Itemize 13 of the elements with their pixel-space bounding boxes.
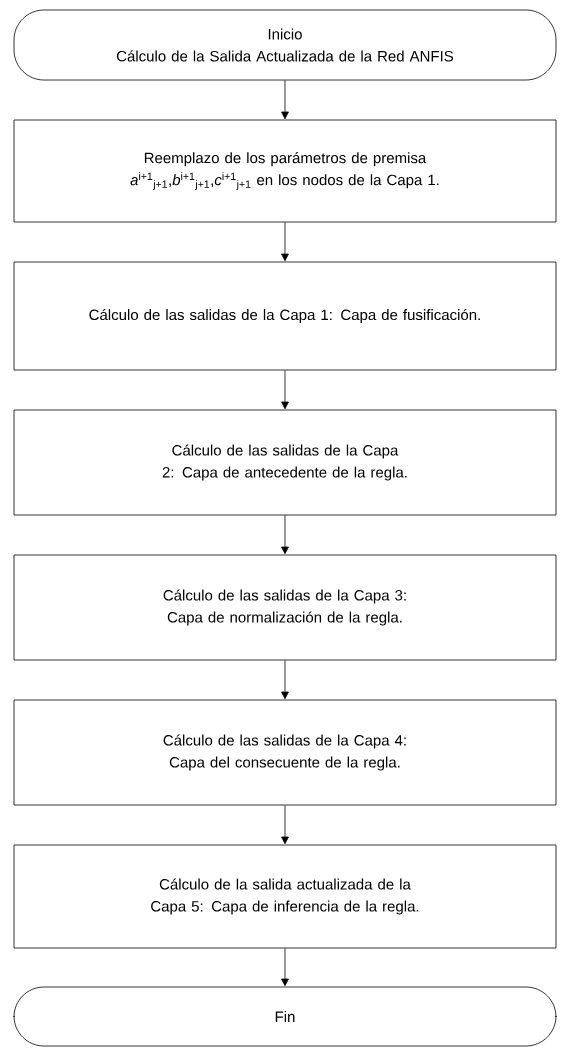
arrow <box>281 222 289 262</box>
process-box: Reemplazo de los parámetros de premisa a$^{i+1}$$_{j+1}$,b$^{i+1}$$_{j+1}$,c$^{i+1}$$_{j+1}$ en los nodos de la Capa 1. <box>13 119 557 223</box>
arrow <box>281 80 289 120</box>
arrow <box>281 660 289 700</box>
arrow <box>281 948 289 987</box>
arrow <box>281 805 289 845</box>
process-box: Cálculo de las salidas de la Capa 3: Capa de normalización de la regla. <box>13 554 557 661</box>
arrow <box>281 515 289 555</box>
arrow <box>281 370 289 410</box>
process-box: Cálculo de la salida actualizada de la Capa 5: Capa de inferencia de la regla. <box>13 844 557 949</box>
process-box: Cálculo de las salidas de la Capa 4: Capa del consecuente de la regla. <box>13 699 557 806</box>
process-box: Cálculo de las salidas de la Capa 2: Capa de antecedente de la regla. <box>13 409 557 516</box>
process-box: Cálculo de las salidas de la Capa 1: Capa de fusificación. <box>13 261 557 371</box>
